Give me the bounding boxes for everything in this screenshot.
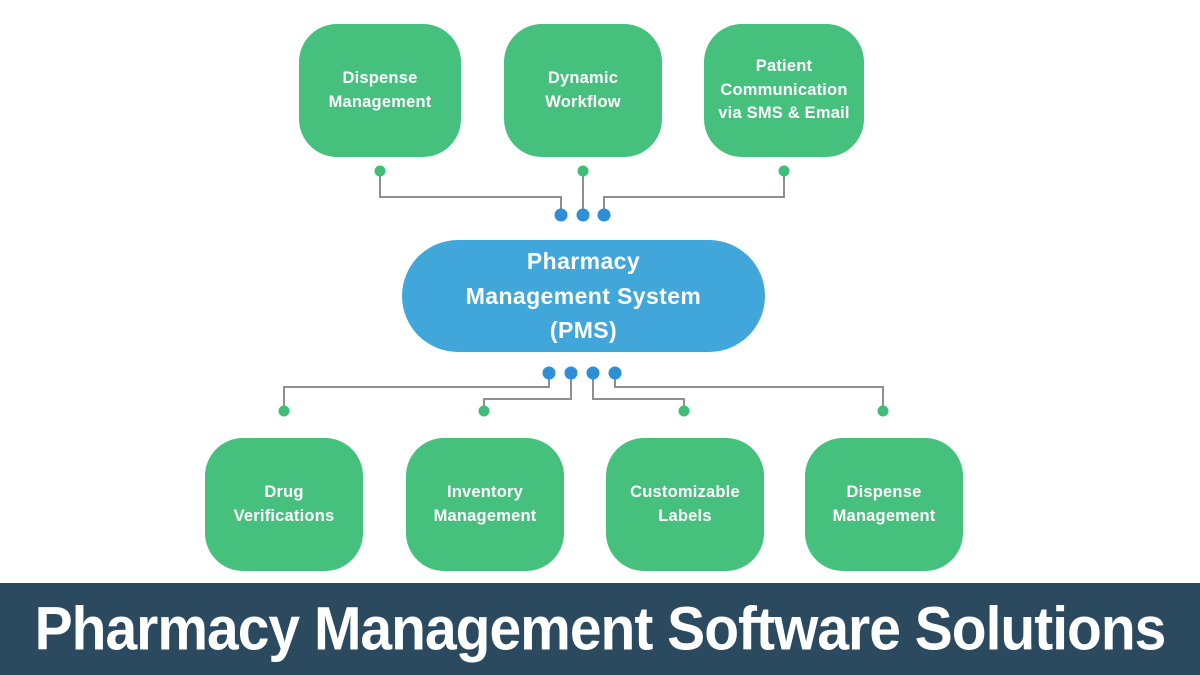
node-dispense-management-top: Dispense Management: [299, 24, 461, 157]
connector-top-3: [603, 171, 785, 214]
node-dispense-management-bottom-label: Dispense Management: [832, 482, 936, 525]
blue-dot-bottom-2: [564, 366, 578, 380]
green-dot-bottom-1: [278, 405, 290, 417]
node-inventory-management: Inventory Management: [406, 438, 564, 571]
blue-dot-bottom-4: [608, 366, 622, 380]
node-patient-communication: Patient Communication via SMS & Email: [704, 24, 864, 157]
blue-dot-top-2: [576, 208, 590, 222]
node-pharmacy-management-system: Pharmacy Management System (PMS): [402, 240, 765, 352]
banner-title: Pharmacy Management Software Solutions: [34, 594, 1167, 664]
green-dot-top-2: [577, 165, 589, 177]
node-customizable-labels-label: Customizable Labels: [630, 482, 740, 525]
blue-dot-bottom-1: [542, 366, 556, 380]
node-inventory-management-label: Inventory Management: [433, 482, 537, 525]
connector-bottom-1: [283, 374, 550, 410]
title-banner: Pharmacy Management Software Solutions: [0, 583, 1200, 675]
blue-dot-top-1: [554, 208, 568, 222]
green-dot-top-3: [778, 165, 790, 177]
green-dot-top-1: [374, 165, 386, 177]
connector-top-1: [379, 171, 562, 214]
blue-dot-top-3: [597, 208, 611, 222]
node-dynamic-workflow-label: Dynamic Workflow: [545, 68, 621, 111]
node-drug-verifications-label: Drug Verifications: [233, 482, 335, 525]
connector-bottom-3: [592, 374, 685, 410]
node-drug-verifications: Drug Verifications: [205, 438, 363, 571]
node-dispense-management-top-label: Dispense Management: [328, 68, 432, 111]
green-dot-bottom-3: [678, 405, 690, 417]
blue-dot-bottom-3: [586, 366, 600, 380]
node-dispense-management-bottom: Dispense Management: [805, 438, 963, 571]
node-pharmacy-management-system-label: Pharmacy Management System (PMS): [465, 248, 702, 344]
green-dot-bottom-4: [877, 405, 889, 417]
node-patient-communication-label: Patient Communication via SMS & Email: [718, 56, 850, 123]
node-dynamic-workflow: Dynamic Workflow: [504, 24, 662, 157]
node-customizable-labels: Customizable Labels: [606, 438, 764, 571]
connector-bottom-4: [614, 374, 884, 410]
green-dot-bottom-2: [478, 405, 490, 417]
connector-bottom-2: [483, 374, 572, 410]
